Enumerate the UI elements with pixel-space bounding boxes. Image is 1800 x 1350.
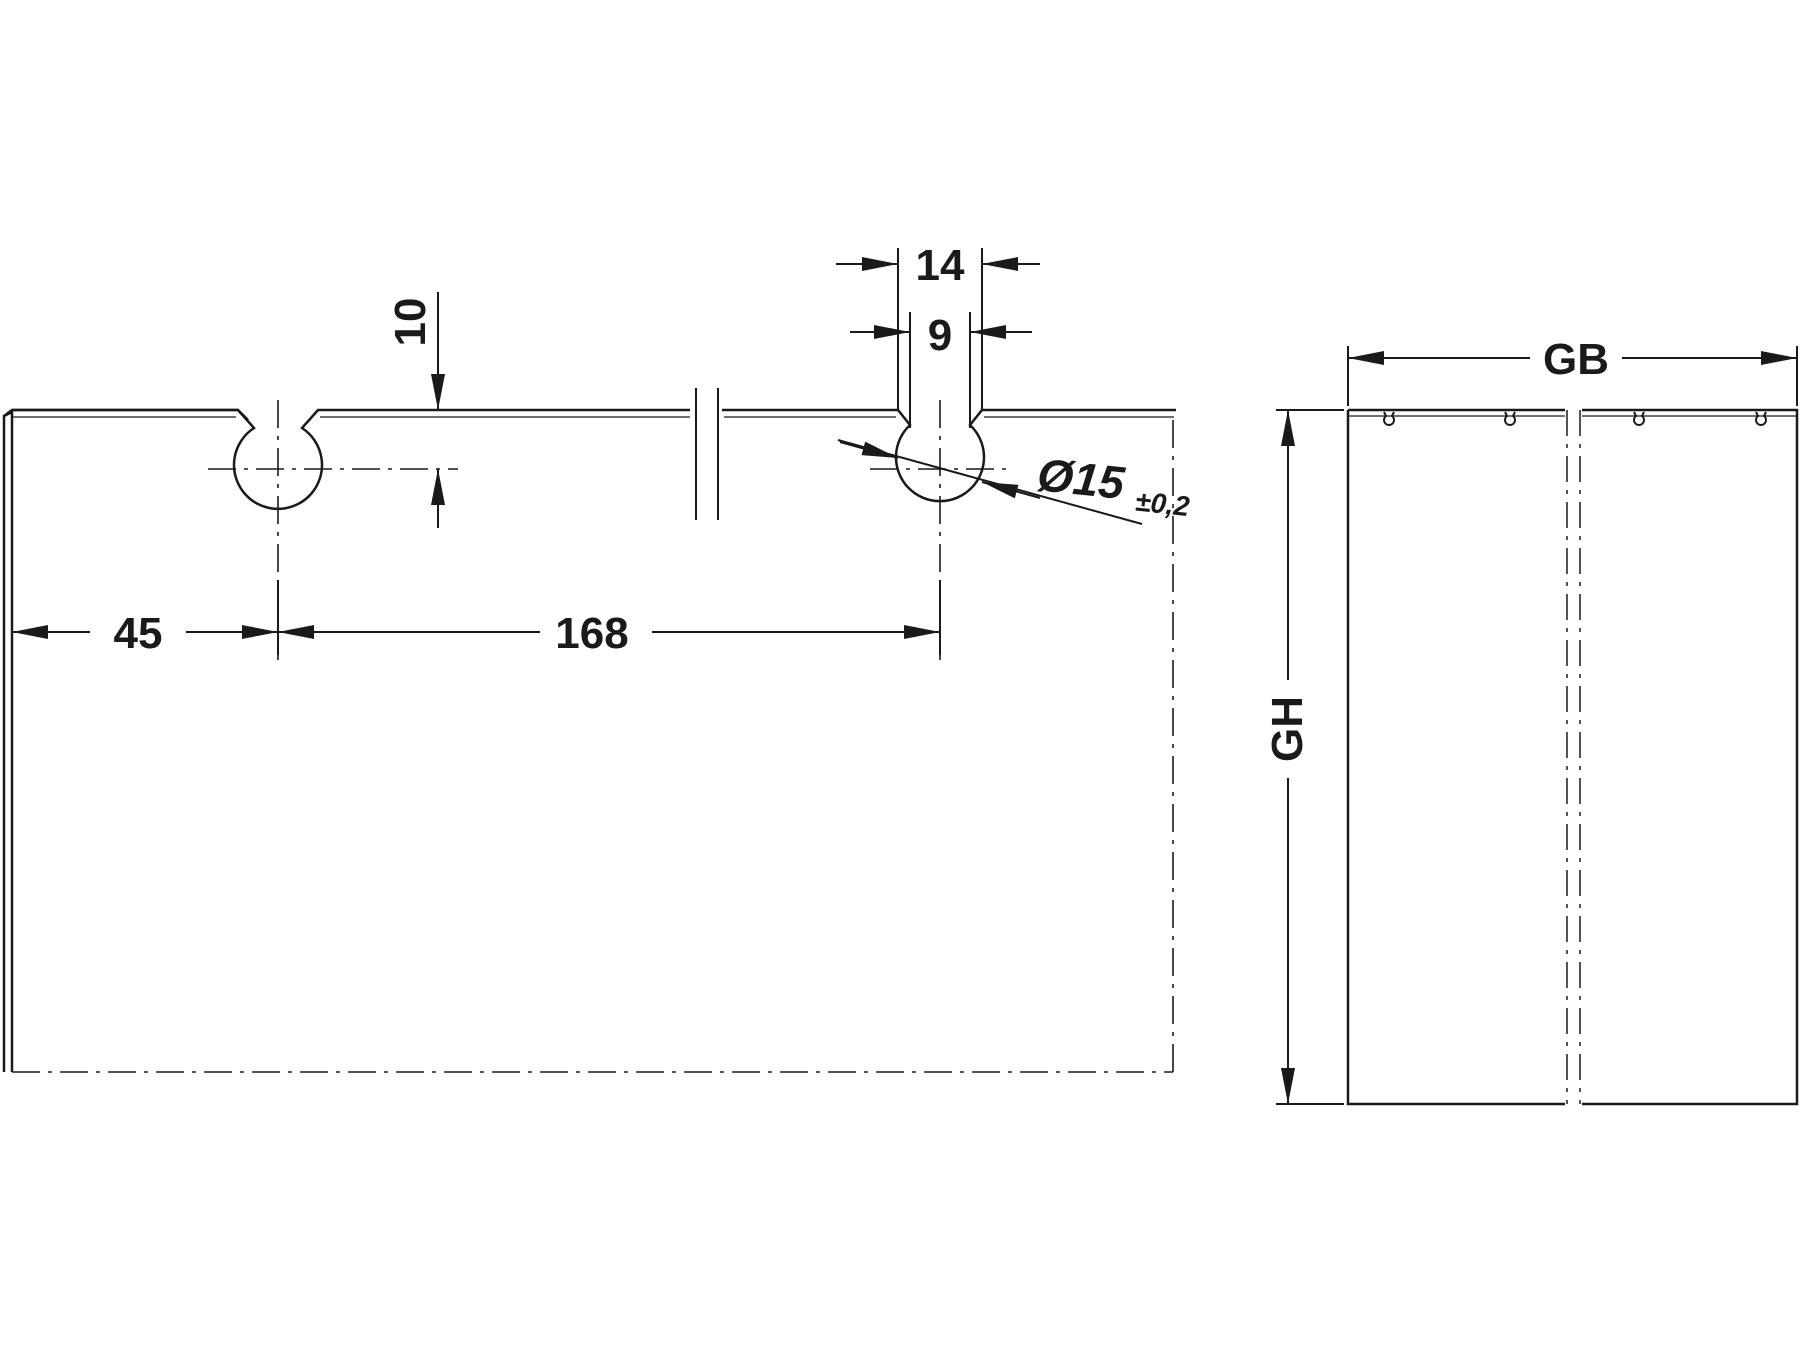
diameter-label-group: Ø15 ±0,2 — [1035, 448, 1192, 523]
dim-45-label: 45 — [114, 609, 163, 658]
elevation-notch-4 — [1755, 411, 1767, 426]
horizontal-dimensions — [12, 580, 941, 655]
gh-dimension — [1276, 409, 1344, 1105]
diameter-arrow-inner — [981, 481, 1041, 499]
panel-top-edge-left — [3, 408, 249, 421]
elevation-notch-3 — [1633, 411, 1645, 426]
gb-label: GB — [1543, 335, 1609, 384]
dim-14-label: 14 — [916, 241, 965, 290]
dim-9-label: 9 — [928, 311, 952, 360]
elevation-panel-left — [1346, 408, 1565, 1106]
keyhole-notch-left — [12, 408, 690, 511]
elevation-notch-1 — [1383, 411, 1395, 426]
elevation-notch-2 — [1504, 411, 1516, 426]
gh-label: GH — [1263, 696, 1312, 762]
center-lines — [12, 400, 1174, 1073]
diameter-tolerance-label: ±0,2 — [1134, 486, 1192, 523]
elevation-panel-right — [1582, 408, 1799, 1106]
dim-168-label: 168 — [555, 609, 628, 658]
dim-10-label: 10 — [386, 298, 435, 347]
elevation-gap-lines — [1566, 410, 1581, 1104]
detail-view — [2, 388, 1176, 1072]
slot-width-dimensions — [836, 248, 1040, 410]
elevation-view — [1346, 408, 1799, 1106]
panel-left-edge — [2, 409, 14, 1072]
diameter-callout — [837, 439, 1143, 525]
gb-dimension — [1347, 346, 1798, 406]
diameter-arrow-outer — [839, 441, 899, 459]
diameter-label: Ø15 — [1035, 448, 1128, 509]
